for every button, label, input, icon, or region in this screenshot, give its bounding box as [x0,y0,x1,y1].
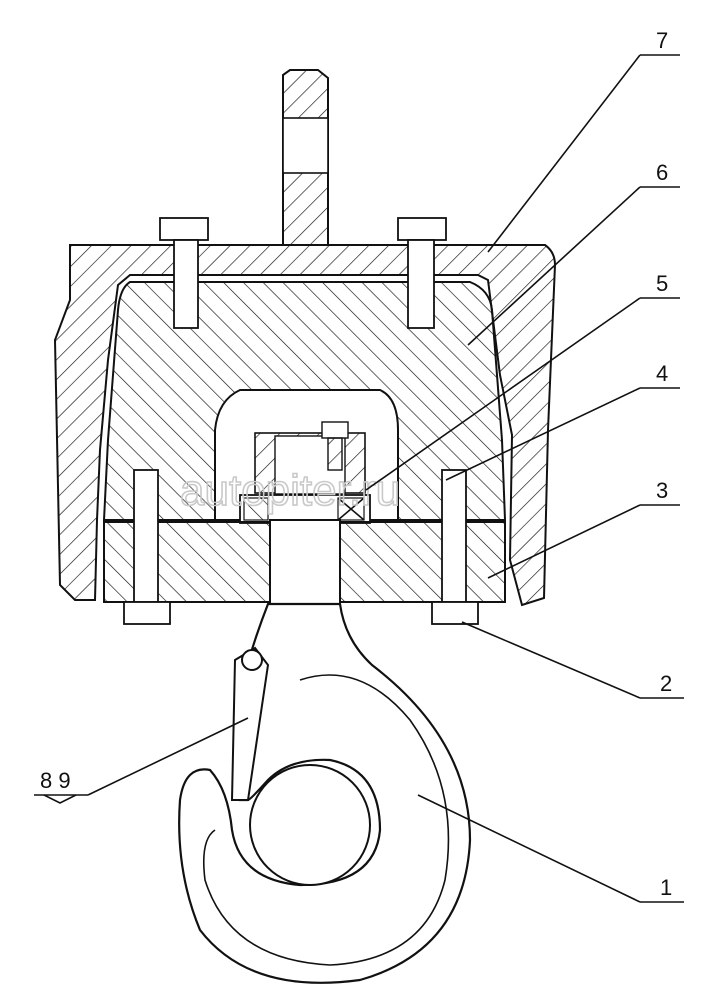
lower-bolt-left [123,469,171,625]
lower-bolt-right [431,469,479,625]
callout-89: 8 9 [40,768,71,793]
cross-plate-left [103,521,271,603]
callout-1: 1 [660,875,672,900]
casing-outer [53,244,557,607]
hook-inner-line [202,674,450,966]
callout-6: 6 [656,160,668,185]
bearing-left-race [243,497,269,521]
callout-3: 3 [656,478,668,503]
watermark-text: autopiter.ru [180,466,400,515]
callout-5: 5 [656,271,668,296]
upper-bolt-right [397,217,447,329]
cross-plate-right [339,521,506,603]
top-eye-band [282,117,329,174]
upper-bolt-left [159,217,209,329]
hook-shank [269,519,341,605]
callout-2: 2 [660,671,672,696]
callout-7: 7 [656,28,668,53]
set-screw-head [321,421,349,439]
callout-4: 4 [656,361,668,386]
set-screw-body [327,437,343,471]
hook-eye [249,764,371,886]
latch-pin [241,649,263,671]
